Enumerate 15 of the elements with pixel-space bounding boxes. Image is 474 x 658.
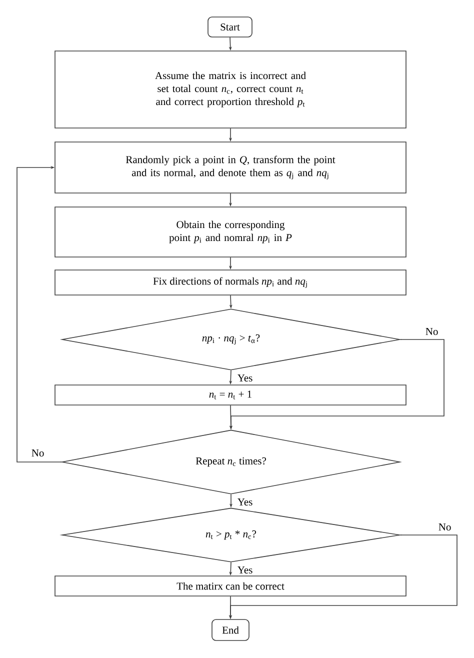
process-box: Randomly pick a point in Q, transform the point and its normal, and denote them as q$_{j}$ and nq$_{j}$: [54, 142, 406, 194]
terminal-box: Start: [208, 16, 252, 38]
edge-label: No: [32, 450, 44, 456]
edge-label: Yes: [238, 566, 252, 574]
process-box: Obtain the corresponding point p$_{i}$ and nomral np$_{i}$ in P: [54, 206, 406, 258]
edge-label: No: [438, 524, 451, 530]
edge-label: Yes: [238, 374, 252, 382]
arrow: [16, 166, 62, 462]
process-box: Fix directions of normals np$_{i}$ and nq$_{j}$: [54, 270, 406, 296]
process-box: n$_{t}$ = n$_{t}$ + 1: [54, 384, 406, 406]
edge-label: No: [426, 328, 438, 335]
terminal-box: End: [212, 619, 250, 641]
edge-label: Yes: [238, 498, 252, 506]
process-box: The matirx can be correct: [54, 576, 406, 596]
process-box: Assume the matrix is incorrect and set total count n$_{c}$, correct count n$_{t}$ and correct proportion threshold p$_{t}$: [54, 50, 406, 128]
